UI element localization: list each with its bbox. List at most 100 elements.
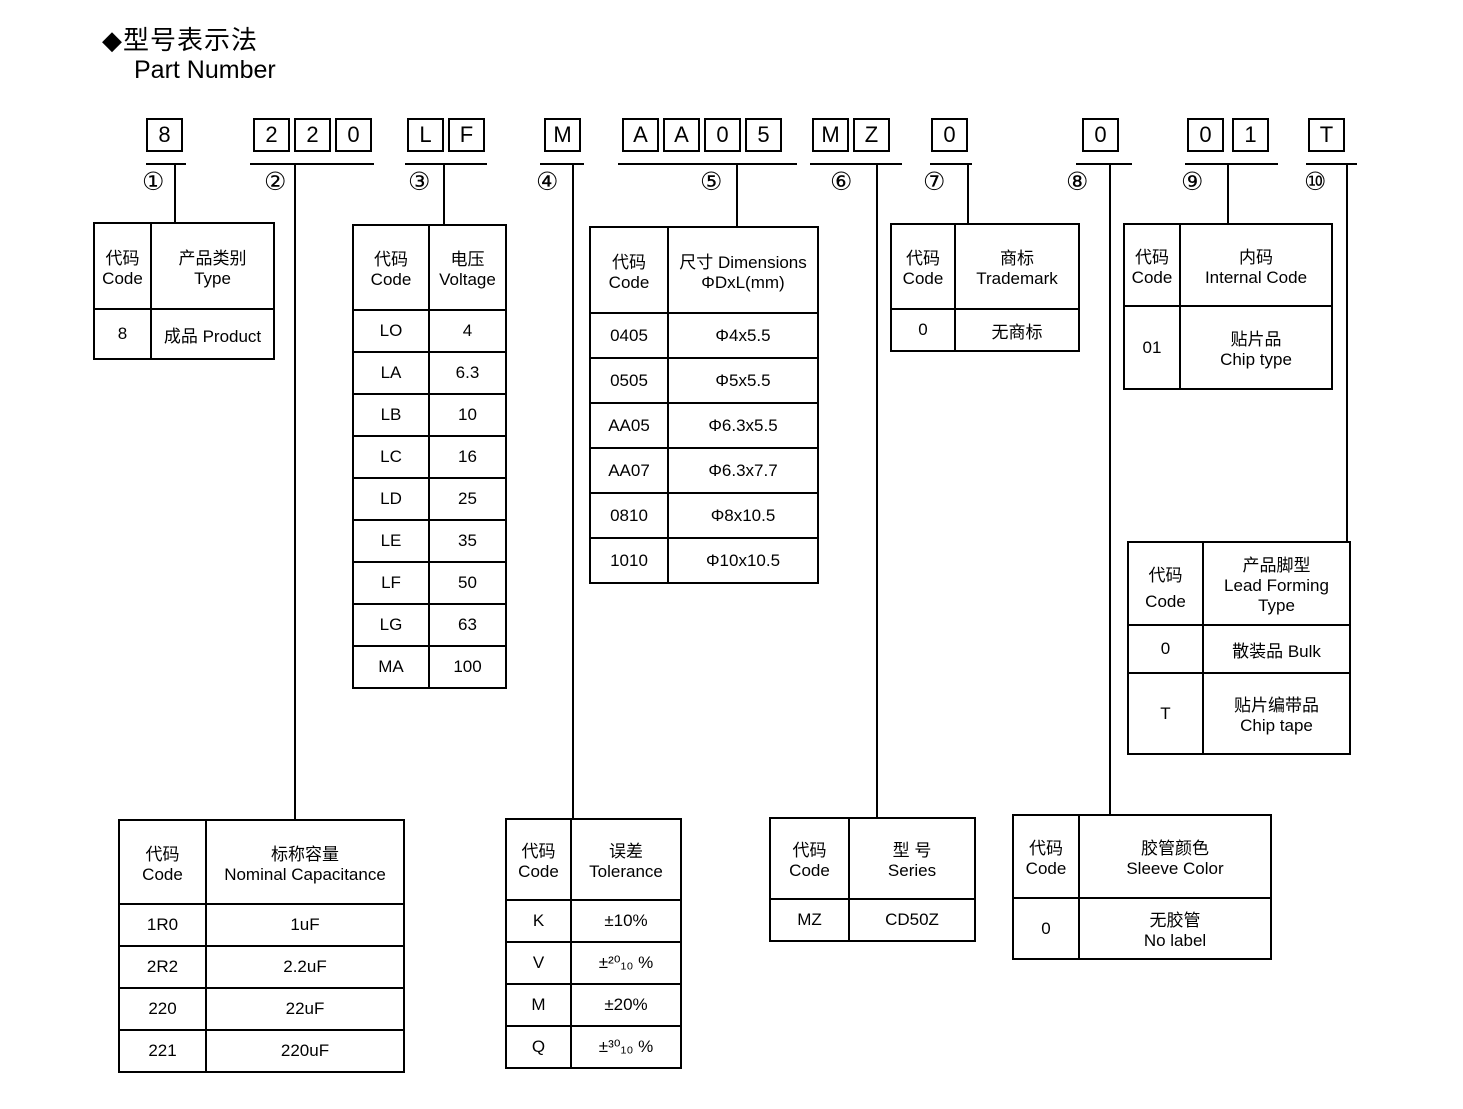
group-number: ⑨ (1181, 168, 1204, 196)
cell: MZ (769, 898, 850, 942)
value-cn: 贴片编带品 (1234, 696, 1319, 715)
connector-line (443, 164, 445, 224)
cell: Φ10x10.5 (667, 537, 819, 584)
cell: LA (352, 351, 430, 395)
pn-char: Z (864, 122, 879, 147)
cell: 散装品 Bulk (1202, 624, 1351, 674)
cell: 10 (428, 393, 507, 437)
pn-char: 2 (306, 122, 319, 147)
header-en: Sleeve Color (1126, 859, 1224, 878)
group-underline (250, 163, 374, 165)
table-row: K±10% (505, 899, 682, 943)
group-underline (146, 163, 186, 165)
table-row: Q±³⁰₁₀ % (505, 1025, 682, 1069)
header-en: Type (1258, 596, 1295, 615)
connector-line (174, 164, 176, 222)
header-cn: 代码 (1029, 839, 1063, 858)
cell: LE (352, 519, 430, 563)
group-number: ① (142, 168, 165, 196)
connector-line (294, 164, 296, 819)
cell: Φ5x5.5 (667, 357, 819, 404)
group-number: ⑧ (1066, 168, 1089, 196)
cell: AA05 (589, 402, 669, 449)
header-en: ΦDxL(mm) (701, 272, 785, 292)
cell: Φ4x5.5 (667, 312, 819, 359)
cell: 16 (428, 435, 507, 479)
pn-char-box: 2 (253, 118, 290, 152)
cell: 6.3 (428, 351, 507, 395)
table-row: 8 成品 Product (93, 308, 275, 360)
cell: M (505, 983, 572, 1027)
cell: 2R2 (118, 945, 207, 989)
pn-char-box: 8 (146, 118, 183, 152)
group-number: ⑩ (1304, 168, 1327, 196)
cell: 35 (428, 519, 507, 563)
pn-char-box: 0 (931, 118, 968, 152)
pn-char: 0 (943, 122, 956, 147)
cell: 0 (1127, 624, 1204, 674)
cell: 4 (428, 309, 507, 353)
header-cn: 代码 (906, 249, 940, 268)
cell: 22uF (205, 987, 405, 1031)
cell: 0 (1012, 897, 1080, 960)
header-en: Trademark (976, 269, 1058, 288)
pn-char-box: M (812, 118, 849, 152)
cell: V (505, 941, 572, 985)
pn-char: 8 (158, 122, 171, 147)
pn-char-box: 2 (294, 118, 331, 152)
cell: 成品 Product (150, 308, 275, 360)
cell: ±²⁰₁₀ % (570, 941, 682, 985)
header-en: Code (1145, 591, 1186, 611)
header-en: Code (1025, 859, 1067, 878)
value-cn: 贴片品 (1230, 330, 1282, 349)
cell: K (505, 899, 572, 943)
value-cn: 无胶管 (1149, 911, 1201, 930)
cell: 221 (118, 1029, 207, 1073)
cell: Q (505, 1025, 572, 1069)
group-underline (930, 163, 972, 165)
connector-line (736, 164, 738, 226)
pn-char: T (1319, 122, 1334, 147)
pn-char-box: F (448, 118, 485, 152)
cell: Φ6.3x7.7 (667, 447, 819, 494)
pn-char-box: M (544, 118, 581, 152)
cell: 63 (428, 603, 507, 647)
header-cn: 误差 (609, 842, 643, 861)
pn-char-box: 0 (1187, 118, 1224, 152)
pn-char: 0 (347, 122, 360, 147)
connector-line (1109, 164, 1111, 814)
cell: 0810 (589, 492, 669, 539)
